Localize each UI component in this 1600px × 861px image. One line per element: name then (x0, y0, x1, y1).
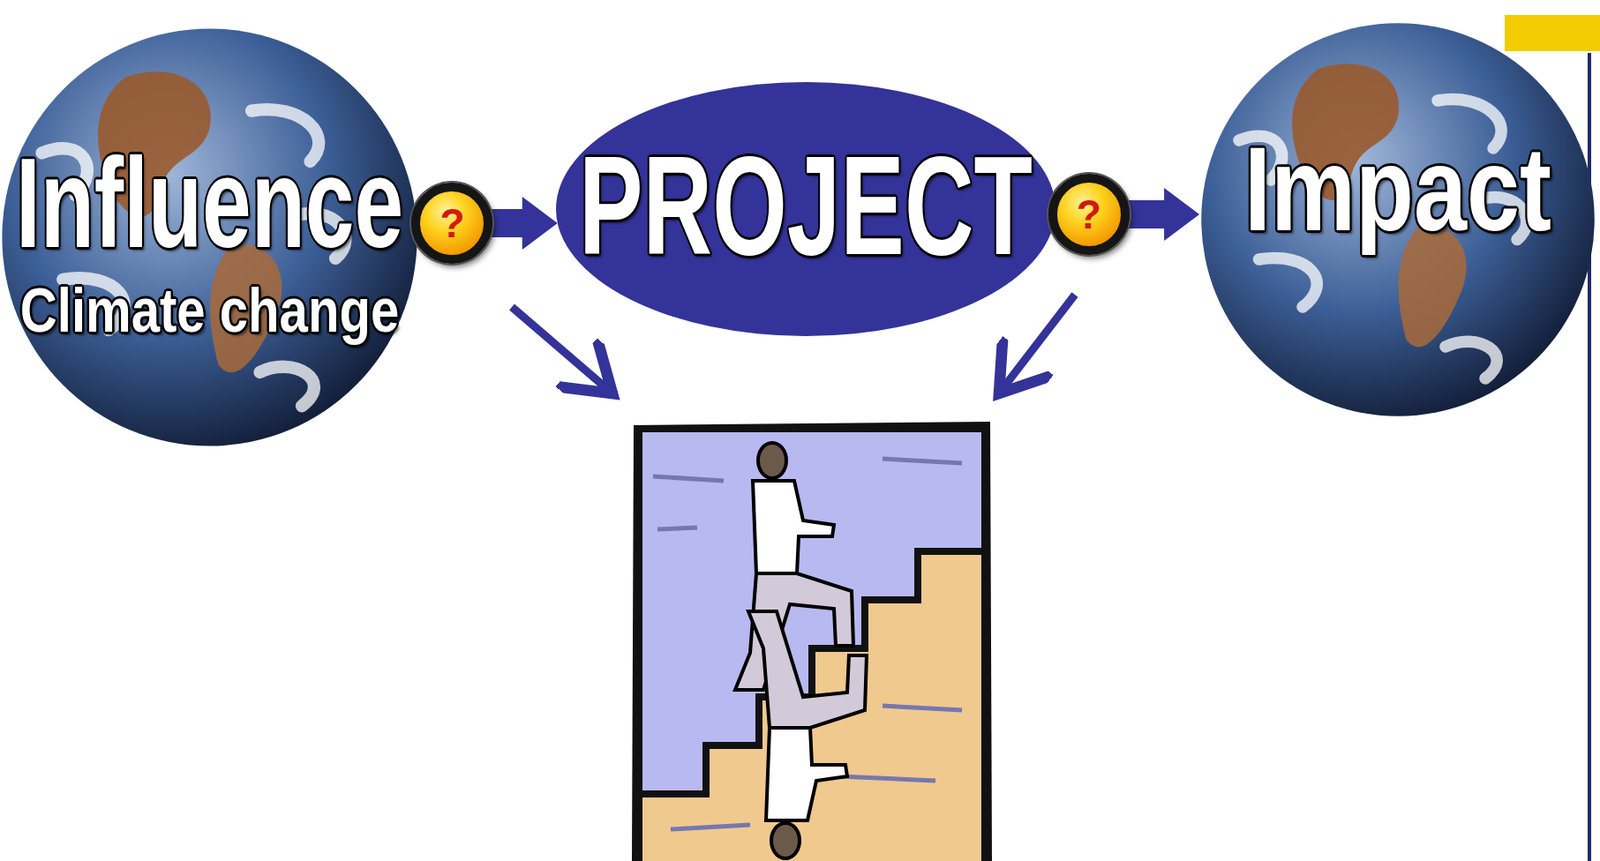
corner-bar (1504, 15, 1600, 52)
illustration-frame (631, 421, 992, 861)
question-ball: ? (411, 182, 493, 264)
question-ball: ? (1048, 173, 1130, 256)
head (758, 443, 787, 479)
sky-area (642, 432, 982, 861)
man-figure (735, 443, 854, 691)
globe-node: InfluenceClimate change (0, 26, 420, 449)
shirt (766, 728, 848, 821)
stairs-illustration (631, 421, 992, 861)
reflected-figure (748, 611, 867, 859)
project-ellipse: PROJECT (555, 82, 1056, 337)
illustration-scene (642, 432, 982, 861)
hatching (653, 458, 962, 830)
node-subtitle: Climate change (0, 279, 531, 342)
stair-area (642, 551, 982, 861)
trousers (748, 611, 867, 729)
leader-arrow (999, 294, 1075, 394)
globe-node: Impact (1199, 21, 1597, 419)
head (771, 823, 800, 859)
node-title: Influence (0, 139, 476, 268)
shirt (752, 480, 834, 574)
leader-arrow (511, 307, 613, 394)
node-title: PROJECT (516, 135, 1097, 277)
